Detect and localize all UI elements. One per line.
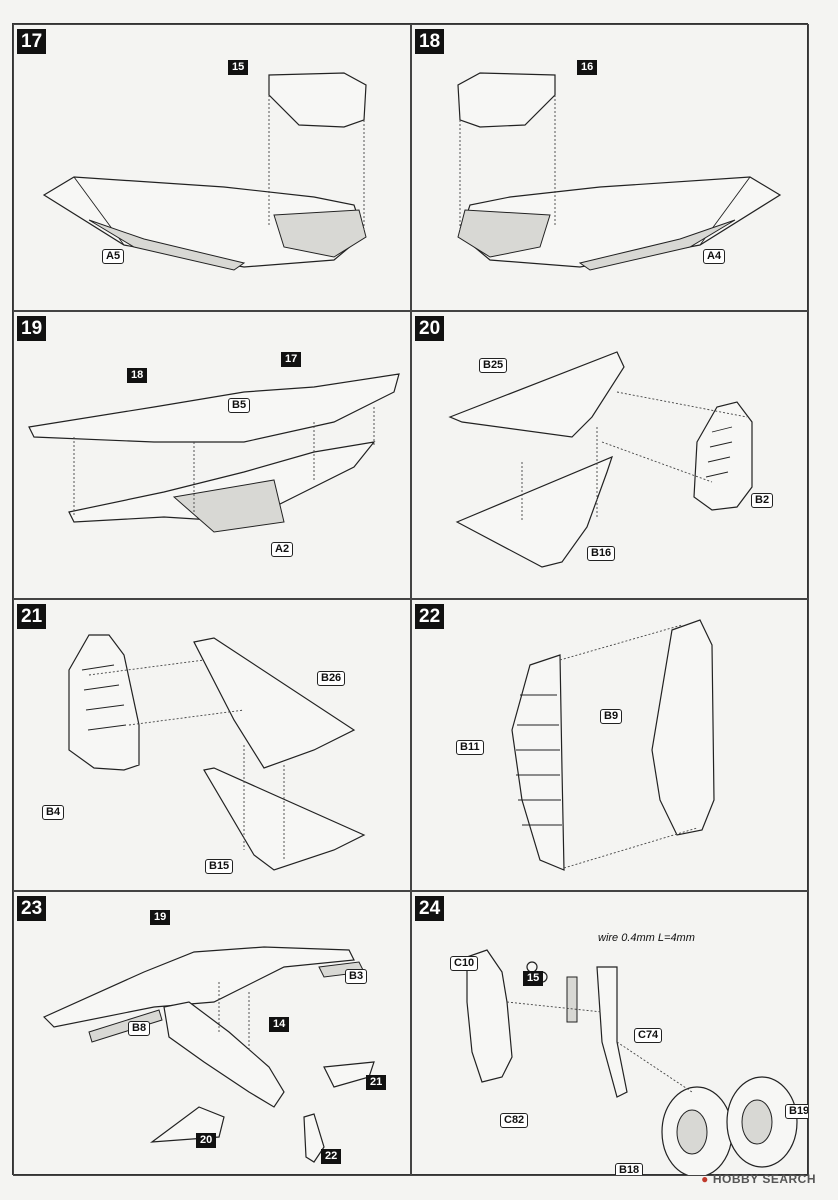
part-label: A2 <box>271 542 294 557</box>
part-label: 22 <box>321 1149 342 1164</box>
step-number: 24 <box>415 896 445 921</box>
part-label: B8 <box>128 1021 151 1036</box>
step-number: 23 <box>17 896 47 921</box>
step-number: 19 <box>17 316 47 341</box>
part-label: B25 <box>479 358 508 373</box>
step-number: 18 <box>415 29 445 54</box>
step-20-panel: 20 B25 B2 B16 <box>411 311 809 599</box>
step-22-illustration <box>511 619 715 871</box>
watermark-text: HOBBY SEARCH <box>712 1172 816 1186</box>
step-22-panel: 22 B9 B11 <box>411 599 809 891</box>
part-label: B26 <box>317 671 346 686</box>
step-21-panel: 21 B26 B4 B15 <box>13 599 411 891</box>
part-label: 16 <box>577 60 598 75</box>
step-21-illustration <box>68 634 366 871</box>
part-label: 15 <box>523 971 544 986</box>
hobby-search-logo-icon: ● <box>701 1172 709 1186</box>
step-17-illustration <box>42 72 367 271</box>
step-19-panel: 19 18 17 B5 A2 <box>13 311 411 599</box>
part-label: 19 <box>150 910 171 925</box>
instruction-grid: 17 15 A5 18 16 A4 19 18 17 B5 A2 <box>12 23 809 1176</box>
part-label: A4 <box>703 249 726 264</box>
part-label: B15 <box>205 859 234 874</box>
part-label: C10 <box>450 956 479 971</box>
part-label: C82 <box>500 1113 529 1128</box>
part-label: B18 <box>615 1163 644 1175</box>
wire-note: wire 0.4mm L=4mm <box>598 932 695 944</box>
part-label: 15 <box>228 60 249 75</box>
part-label: B3 <box>345 969 368 984</box>
part-label: C74 <box>634 1028 663 1043</box>
step-number: 22 <box>415 604 445 629</box>
part-label: B4 <box>42 805 65 820</box>
part-label: 17 <box>281 352 302 367</box>
step-number: 20 <box>415 316 445 341</box>
part-label: 21 <box>366 1075 387 1090</box>
step-number: 21 <box>17 604 47 629</box>
part-label: B11 <box>456 740 484 755</box>
part-label: B19 <box>785 1104 808 1119</box>
step-23-panel: 23 19 B3 B8 14 21 20 22 <box>13 891 411 1176</box>
step-18-panel: 18 16 A4 <box>411 24 809 311</box>
part-label: A5 <box>102 249 125 264</box>
step-17-panel: 17 15 A5 <box>13 24 411 311</box>
part-label: B5 <box>228 398 251 413</box>
step-24-illustration <box>466 949 798 1175</box>
part-label: 18 <box>127 368 148 383</box>
step-20-illustration <box>448 351 753 568</box>
step-19-illustration <box>28 373 400 533</box>
watermark: ●HOBBY SEARCH <box>701 1172 816 1186</box>
step-24-panel: 24 wire 0.4mm L=4mm C10 15 C74 C82 B19 B… <box>411 891 809 1176</box>
part-label: B2 <box>751 493 774 508</box>
part-label: B9 <box>600 709 623 724</box>
step-number: 17 <box>17 29 47 54</box>
step-18-illustration <box>457 72 782 271</box>
part-label: B16 <box>587 546 616 561</box>
part-label: 14 <box>269 1017 290 1032</box>
part-label: 20 <box>196 1133 217 1148</box>
